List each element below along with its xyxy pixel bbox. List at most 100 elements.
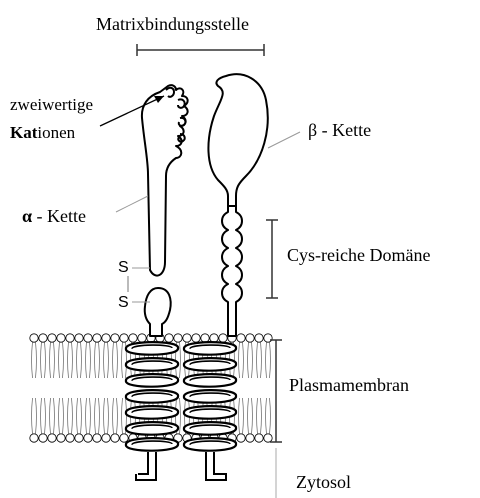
lipid-tail <box>113 342 114 378</box>
lipid-head <box>174 334 182 342</box>
lipid-tail <box>81 342 82 378</box>
lipid-head <box>210 334 218 342</box>
lipid-head <box>66 334 74 342</box>
lipid-head <box>57 334 65 342</box>
lipid-tail <box>95 398 96 434</box>
lipid-tail <box>77 342 78 378</box>
lipid-tail <box>77 398 78 434</box>
lipid-tail <box>45 398 46 434</box>
lipid-tail <box>32 398 33 434</box>
cys-domain-label: Cys-reiche Domäne <box>287 245 430 265</box>
lipid-head <box>183 334 191 342</box>
helix-turn <box>126 438 178 451</box>
alpha-symbol: α <box>22 206 32 226</box>
lipid-head <box>264 434 272 442</box>
beta-cytoplasmic-tail <box>206 452 226 480</box>
lipid-tail <box>86 398 87 434</box>
lipid-head <box>111 434 119 442</box>
lipid-tail <box>36 398 37 434</box>
alpha-chain-label: α - Kette <box>22 206 86 226</box>
lipid-tail <box>108 342 109 378</box>
lipid-head <box>192 334 200 342</box>
helix-turn <box>184 374 236 387</box>
beta-chain-text: - Kette <box>317 120 371 140</box>
lipid-head <box>120 434 128 442</box>
lipid-head <box>66 434 74 442</box>
cations-label-rest: ionen <box>37 123 75 142</box>
lipid-tail <box>239 398 240 434</box>
lipid-head <box>120 334 128 342</box>
lipid-tail <box>72 342 73 378</box>
lipid-tail <box>270 398 271 434</box>
lipid-tail <box>252 398 253 434</box>
lipid-tail <box>90 342 91 378</box>
lipid-head <box>84 434 92 442</box>
lipid-head <box>165 334 173 342</box>
lipid-head <box>93 434 101 442</box>
alpha-lower-domain <box>145 288 171 336</box>
lipid-tail <box>257 398 258 434</box>
lipid-tail <box>248 342 249 378</box>
lipid-head <box>219 334 227 342</box>
lipid-tail <box>257 342 258 378</box>
cytosol-label: Zytosol <box>296 472 351 492</box>
lipid-head <box>39 334 47 342</box>
beta-chain <box>208 74 267 336</box>
helix-turn <box>126 422 178 435</box>
lipid-tail <box>59 342 60 378</box>
lipid-head <box>246 334 254 342</box>
lipid-tail <box>72 398 73 434</box>
lipid-tail <box>45 342 46 378</box>
sulfur-label-lower: S <box>118 294 129 311</box>
lipid-tail <box>270 342 271 378</box>
lipid-tail <box>243 398 244 434</box>
lipid-head <box>246 434 254 442</box>
helix-turn <box>184 422 236 435</box>
lipid-tail <box>99 342 100 378</box>
lipid-tail <box>117 398 118 434</box>
lipid-tail <box>63 398 64 434</box>
lipid-tail <box>59 398 60 434</box>
lipid-tail <box>113 398 114 434</box>
lipid-tail <box>50 398 51 434</box>
lipid-head <box>48 334 56 342</box>
helix-turn <box>184 438 236 451</box>
helix-turn <box>126 374 178 387</box>
lipid-tail <box>68 398 69 434</box>
lipid-head <box>201 334 209 342</box>
cations-label-line1: zweiwertige <box>10 95 93 114</box>
lipid-head <box>237 434 245 442</box>
alpha-cytoplasmic-tail <box>136 452 156 480</box>
lipid-head <box>84 334 92 342</box>
cations-label-bold: Kat <box>10 123 38 142</box>
helix-turn <box>126 342 178 355</box>
lipid-tail <box>122 398 123 434</box>
lipid-tail <box>117 342 118 378</box>
lipid-head <box>75 334 83 342</box>
lipid-tail <box>41 342 42 378</box>
lipid-head <box>138 334 146 342</box>
lipid-tail <box>86 342 87 378</box>
beta-pointer-line <box>268 132 300 148</box>
helix-turn <box>126 390 178 403</box>
lipid-tail <box>239 342 240 378</box>
lipid-tail <box>243 342 244 378</box>
beta-head-domain <box>208 74 267 206</box>
alpha-pointer-line <box>116 196 148 212</box>
lipid-head <box>75 434 83 442</box>
lipid-head <box>129 334 137 342</box>
lipid-tail <box>104 398 105 434</box>
helix-turn <box>184 342 236 355</box>
lipid-tail <box>54 342 55 378</box>
lipid-tail <box>54 398 55 434</box>
lipid-tail <box>108 398 109 434</box>
beta-cys-stalk <box>222 206 242 336</box>
lipid-head <box>111 334 119 342</box>
helix-turn <box>126 358 178 371</box>
lipid-tail <box>180 342 181 378</box>
membrane-label: Plasmamembran <box>289 375 409 395</box>
lipid-tail <box>32 342 33 378</box>
lipid-tail <box>261 398 262 434</box>
lipid-tail <box>41 398 42 434</box>
